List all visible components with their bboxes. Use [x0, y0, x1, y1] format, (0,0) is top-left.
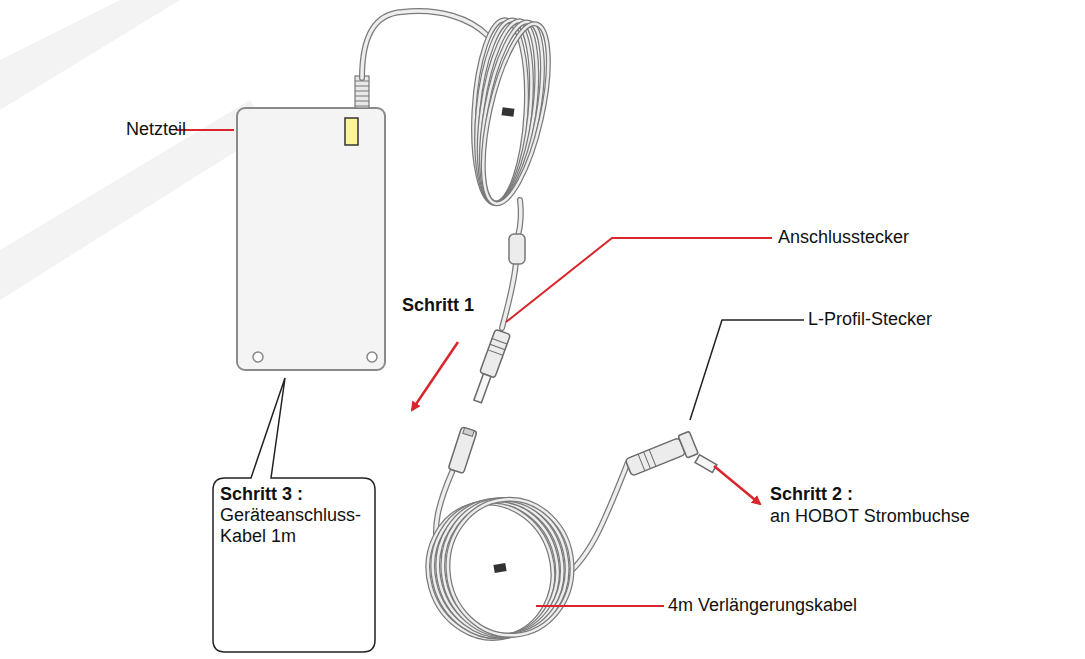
step-label: Schritt 1: [402, 295, 474, 316]
screw-hole: [253, 352, 263, 362]
bubble-outline: [213, 378, 375, 652]
bubble-outline: [213, 478, 375, 652]
step-note: an HOBOT Strombuchse: [770, 506, 970, 527]
ferrite-core: [509, 234, 525, 264]
plug-pin: [695, 455, 717, 473]
connector-plug: [470, 329, 510, 404]
watermark-band: [0, 0, 270, 300]
strain-relief-ridges: [355, 81, 369, 106]
part-label: Netzteil: [126, 119, 186, 140]
power-supply-body: [237, 108, 385, 370]
leader-line: [506, 238, 772, 322]
callout-text: Geräteanschluss- Kabel 1m: [220, 505, 352, 547]
step-arrow: [412, 342, 458, 410]
extension-coil: [412, 488, 577, 653]
cable-coil: [469, 17, 562, 209]
cable-fill: [362, 11, 628, 580]
leader-line: [536, 605, 664, 607]
part-label: L-Profil-Stecker: [808, 309, 932, 330]
extension-socket: [448, 427, 477, 474]
leader-line: [690, 320, 804, 420]
callout-bubble: Schritt 3 :Geräteanschluss- Kabel 1m: [213, 478, 375, 652]
step-arrow: [714, 466, 760, 504]
cable-outline: [362, 11, 628, 580]
screw-hole: [367, 352, 377, 362]
l-profile-plug: [624, 431, 698, 479]
power-led: [345, 118, 358, 145]
part-label: Anschlusstecker: [778, 227, 909, 248]
part-label: 4m Verlängerungskabel: [668, 595, 857, 616]
step-label: Schritt 2 :: [770, 484, 853, 505]
step-heading: Schritt 3 :: [220, 484, 352, 505]
